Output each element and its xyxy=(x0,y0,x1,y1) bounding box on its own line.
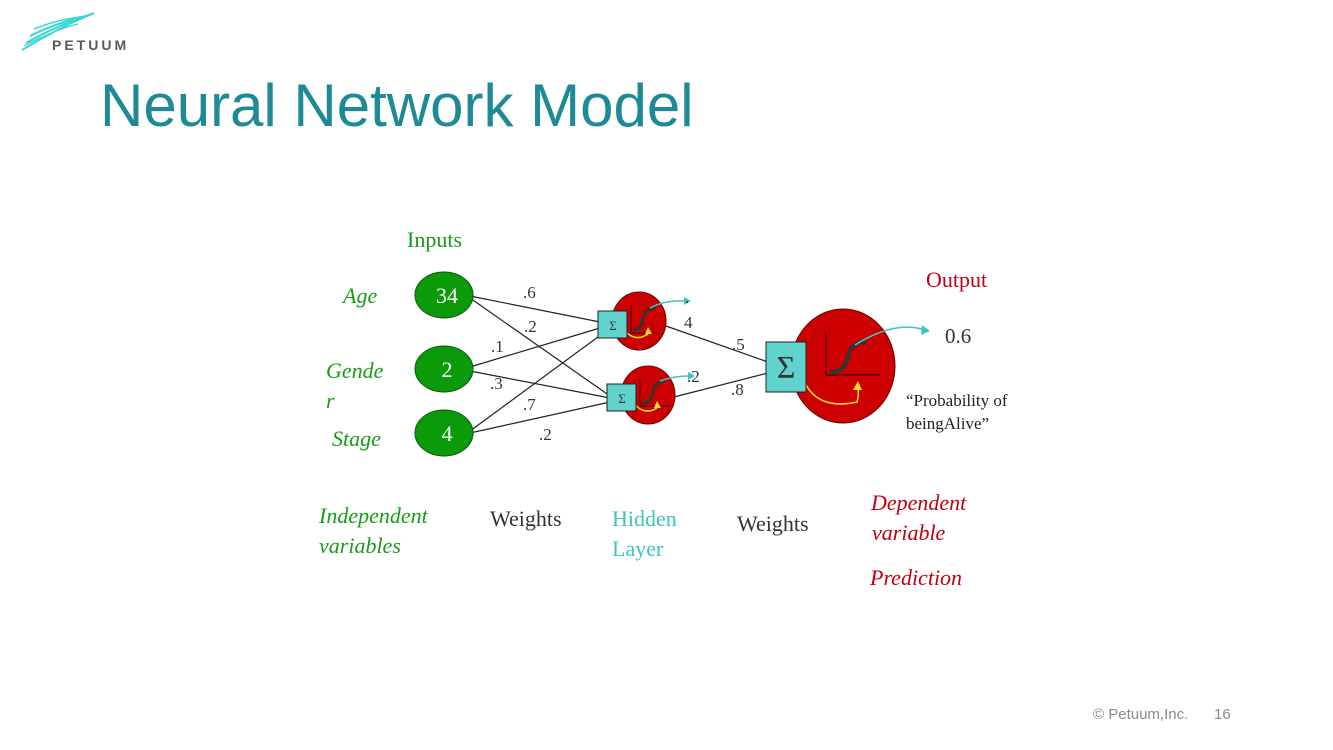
sum-box-output xyxy=(765,341,807,393)
input-node-age xyxy=(414,271,474,319)
edge-stage-h2 xyxy=(469,401,611,434)
sigma-icon: Σ xyxy=(777,349,796,385)
arrow-cyan-icon xyxy=(921,325,930,335)
input-node-gender xyxy=(414,345,474,393)
edge-stage-h1 xyxy=(469,333,603,432)
weight-label: .2 xyxy=(539,425,552,444)
input-node-stage xyxy=(414,409,474,457)
edge-gender-h2 xyxy=(469,370,611,399)
input-value-stage: 4 xyxy=(442,421,453,446)
input-label-gender-cont: r xyxy=(326,388,335,413)
arrow-yellow-icon xyxy=(853,381,862,390)
edge-h1-out xyxy=(665,325,769,363)
input-label-age: Age xyxy=(341,283,377,308)
label-weights-1: Weights xyxy=(490,506,562,531)
output-caption: “Probability of xyxy=(906,391,1008,410)
label-hidden: Hidden xyxy=(612,506,677,531)
label-dependent-cont: variable xyxy=(872,520,946,545)
inputs-heading: Inputs xyxy=(407,227,462,252)
input-value-age: 34 xyxy=(436,283,458,308)
sigma-icon: Σ xyxy=(618,391,626,406)
label-independent-cont: variables xyxy=(319,533,401,558)
weight-label: .3 xyxy=(490,374,503,393)
petuum-logo-icon xyxy=(21,12,95,51)
hidden-output-1: . xyxy=(685,288,689,307)
arrow-cyan-icon xyxy=(684,297,691,305)
hidden-output-2: .2 xyxy=(687,367,700,386)
weight-label: .8 xyxy=(731,380,744,399)
slide-title: Neural Network Model xyxy=(100,72,694,139)
arrow-yellow-icon xyxy=(645,327,652,334)
sigma-icon: Σ xyxy=(609,318,617,333)
label-independent: Independent xyxy=(318,503,429,528)
copyright-footer: © Petuum,Inc. xyxy=(1093,706,1189,723)
output-value: 0.6 xyxy=(945,324,971,348)
weight-label: .1 xyxy=(491,337,504,356)
sum-box-2 xyxy=(606,383,637,412)
weight-label: .2 xyxy=(524,317,537,336)
edge-gender-h1 xyxy=(469,327,601,368)
weight-label: .5 xyxy=(732,335,745,354)
label-prediction: Prediction xyxy=(869,565,962,590)
input-value-gender: 2 xyxy=(442,357,453,382)
hidden-neuron-2 xyxy=(606,365,695,425)
hidden-output-1-cont: 4 xyxy=(684,313,693,332)
edge-age-h2 xyxy=(469,297,611,397)
page-number: 16 xyxy=(1214,706,1231,723)
arrow-yellow-icon xyxy=(654,401,661,408)
input-label-stage: Stage xyxy=(332,426,381,451)
label-hidden-cont: Layer xyxy=(612,536,664,561)
edge-age-h1 xyxy=(469,295,601,323)
edge-h2-out xyxy=(673,372,769,398)
logo-text: PETUUM xyxy=(52,37,130,53)
output-neuron xyxy=(765,308,930,424)
weight-label: .7 xyxy=(523,395,536,414)
hidden-neuron-1 xyxy=(597,291,691,351)
input-label-gender: Gende xyxy=(326,358,384,383)
weight-label: .6 xyxy=(523,283,536,302)
output-caption-cont: beingAlive” xyxy=(906,414,989,433)
arrow-cyan-icon xyxy=(688,372,695,380)
sum-box-1 xyxy=(597,310,628,339)
output-heading: Output xyxy=(926,267,987,292)
label-weights-2: Weights xyxy=(737,511,809,536)
label-dependent: Dependent xyxy=(870,490,967,515)
